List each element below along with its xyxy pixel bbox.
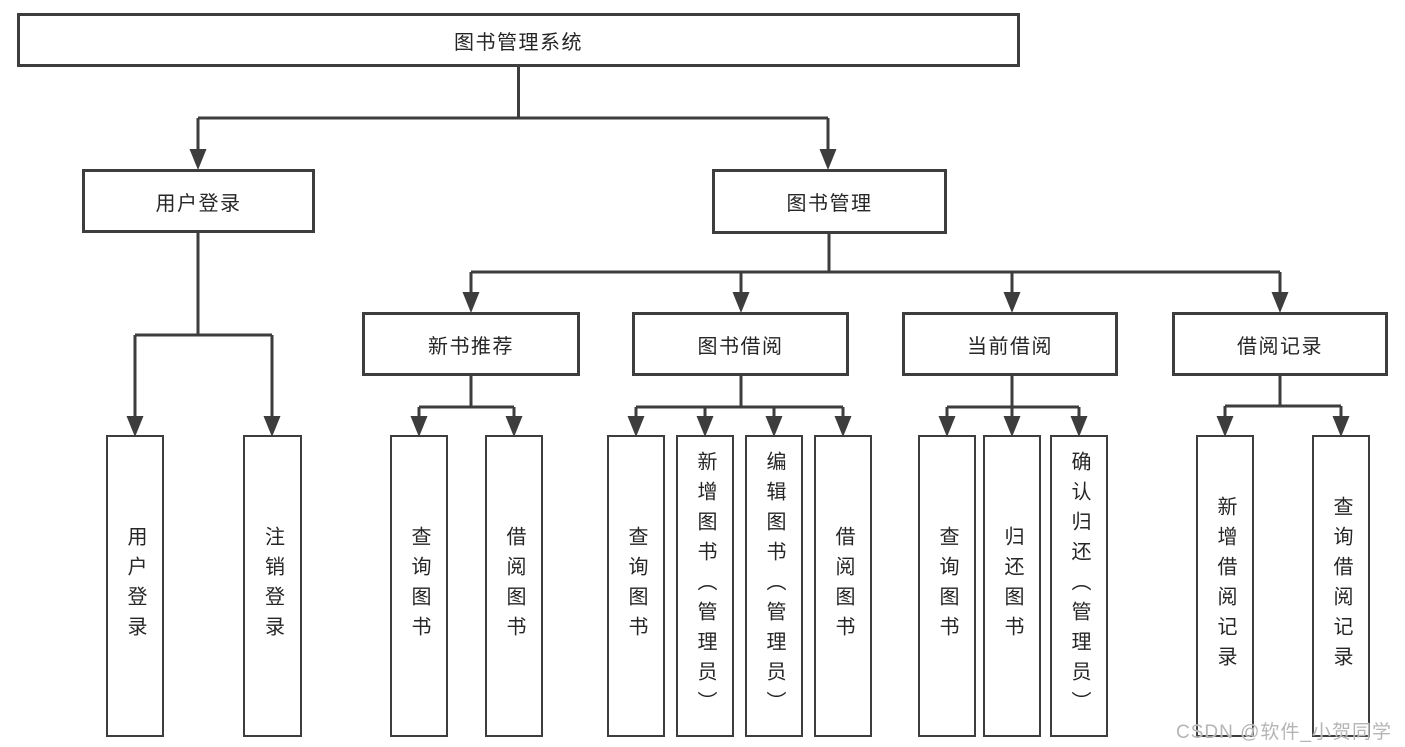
- node-new-book-recommendation: 新书推荐: [362, 312, 580, 376]
- leaf-borrow-book-2: 借阅图书: [814, 435, 872, 737]
- node-book-management: 图书管理: [712, 169, 947, 234]
- leaf-query-book-1: 查询图书: [390, 435, 448, 737]
- leaf-label: 用户登录: [124, 526, 146, 646]
- node-root: 图书管理系统: [17, 13, 1020, 67]
- leaf-add-borrow-record: 新增借阅记录: [1196, 435, 1254, 737]
- leaf-label: 借阅图书: [503, 526, 525, 646]
- leaf-query-borrow-record: 查询借阅记录: [1312, 435, 1370, 737]
- leaf-query-book-2: 查询图书: [607, 435, 665, 737]
- leaf-query-book-3: 查询图书: [918, 435, 976, 737]
- leaf-label: 借阅图书: [832, 526, 854, 646]
- leaf-edit-book-admin: 编辑图书（管理员）: [745, 435, 803, 737]
- leaf-label: 新增借阅记录: [1214, 496, 1236, 676]
- leaf-label: 查询图书: [625, 526, 647, 646]
- leaf-label: 确认归还（管理员）: [1068, 451, 1090, 721]
- leaf-return-book: 归还图书: [983, 435, 1041, 737]
- leaf-label: 注销登录: [261, 526, 284, 646]
- leaf-label: 编辑图书（管理员）: [763, 451, 785, 721]
- node-user-login: 用户登录: [82, 169, 315, 233]
- leaf-label: 查询借阅记录: [1330, 496, 1352, 676]
- leaf-label: 归还图书: [1001, 526, 1023, 646]
- leaf-add-book-admin: 新增图书（管理员）: [676, 435, 734, 737]
- leaf-label: 查询图书: [408, 526, 430, 646]
- leaf-label: 新增图书（管理员）: [694, 451, 716, 721]
- node-borrowing-records: 借阅记录: [1172, 312, 1388, 376]
- leaf-logout: 注销登录: [243, 435, 302, 737]
- csdn-watermark: CSDN @软件_小贺同学: [1176, 722, 1392, 743]
- leaf-user-login: 用户登录: [106, 435, 164, 737]
- leaf-confirm-return-admin: 确认归还（管理员）: [1050, 435, 1108, 737]
- leaf-label: 查询图书: [936, 526, 958, 646]
- node-book-borrowing: 图书借阅: [632, 312, 849, 376]
- leaf-borrow-book-1: 借阅图书: [485, 435, 543, 737]
- node-current-borrowing: 当前借阅: [902, 312, 1118, 376]
